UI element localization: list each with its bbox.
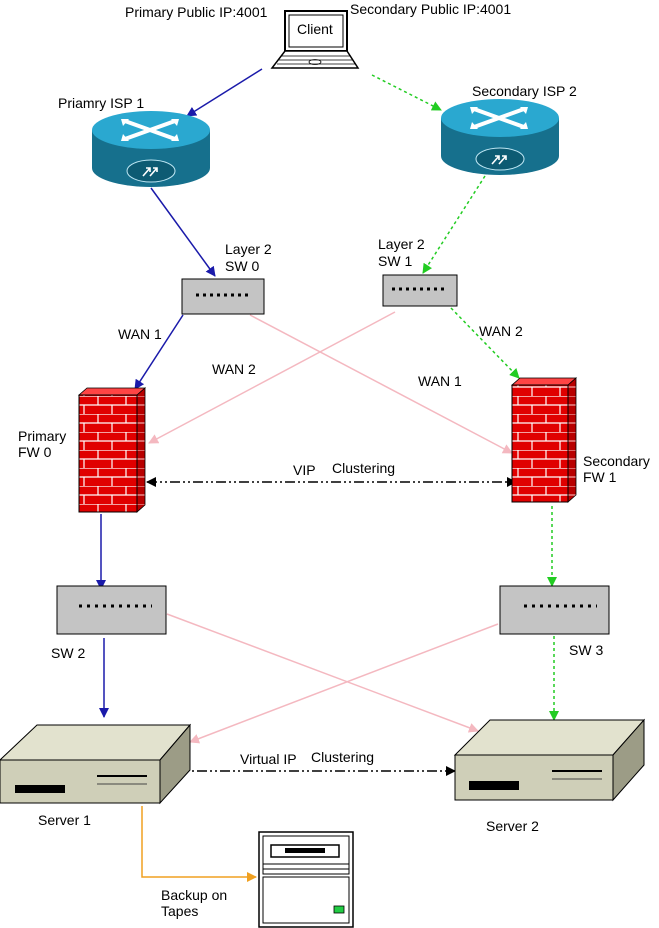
fw1-label-line2: FW 1: [583, 469, 617, 485]
router-isp2-icon: [441, 99, 559, 175]
client-laptop-icon: [270, 10, 360, 69]
switch-sw1-icon: [382, 274, 458, 307]
backup-label-line2: Tapes: [161, 903, 199, 919]
fw0-label-line1: Primary: [18, 428, 67, 444]
sw1-label-line1: Layer 2: [378, 236, 425, 252]
wan1-left-label: WAN 1: [118, 326, 162, 342]
server1-icon: [0, 723, 192, 805]
fw-clustering-label: Clustering: [332, 460, 396, 476]
firewall-fw1-icon: [510, 377, 578, 503]
link-server1-backup: [141, 806, 257, 882]
server1-label: Server 1: [38, 812, 91, 828]
sw0-label-line1: Layer 2: [225, 241, 272, 257]
sw2-label: SW 2: [51, 645, 86, 661]
fw0-label-line2: FW 0: [18, 444, 52, 460]
link-sw1-fw1-wan2: [450, 307, 520, 379]
sw1-label-line2: SW 1: [378, 253, 413, 269]
tape-backup-icon: [258, 831, 354, 928]
link-client-isp2: [371, 74, 442, 111]
virtual-ip-label: Virtual IP: [240, 751, 297, 767]
switch-sw2-icon: [56, 585, 167, 635]
fw1-label-line1: Secondary: [583, 453, 650, 469]
switch-sw0-icon: [181, 278, 265, 315]
isp1-label: Priamry ISP 1: [58, 95, 145, 111]
backup-label-line1: Backup on: [161, 887, 228, 903]
link-sw3-server1: [189, 623, 499, 744]
switch-sw3-icon: [499, 585, 610, 635]
link-isp2-sw1: [422, 175, 486, 274]
link-client-isp1: [186, 68, 263, 117]
secondary-public-ip-label: Secondary Public IP:4001: [350, 1, 512, 17]
firewall-fw0-icon: [77, 387, 147, 513]
link-isp1-sw0: [150, 187, 216, 277]
server-clustering-label: Clustering: [311, 749, 375, 765]
router-isp1-icon: [92, 111, 210, 187]
wan2-right-label: WAN 2: [479, 323, 523, 339]
sw0-label-line2: SW 0: [225, 258, 260, 274]
link-sw0-fw0-wan1: [134, 314, 184, 390]
link-sw1-fw0-wan2: [148, 311, 396, 444]
client-label: Client: [297, 21, 333, 37]
server2-icon: [453, 718, 646, 802]
primary-public-ip-label: Primary Public IP:4001: [125, 4, 268, 20]
sw3-label: SW 3: [569, 642, 604, 658]
vip-label: VIP: [293, 462, 316, 478]
wan2-left-label: WAN 2: [212, 361, 256, 377]
wan1-right-label: WAN 1: [418, 373, 462, 389]
server2-label: Server 2: [486, 818, 539, 834]
link-sw2-server2: [166, 613, 479, 733]
link-sw0-fw1-wan1: [249, 314, 513, 454]
isp2-label: Secondary ISP 2: [472, 83, 577, 99]
